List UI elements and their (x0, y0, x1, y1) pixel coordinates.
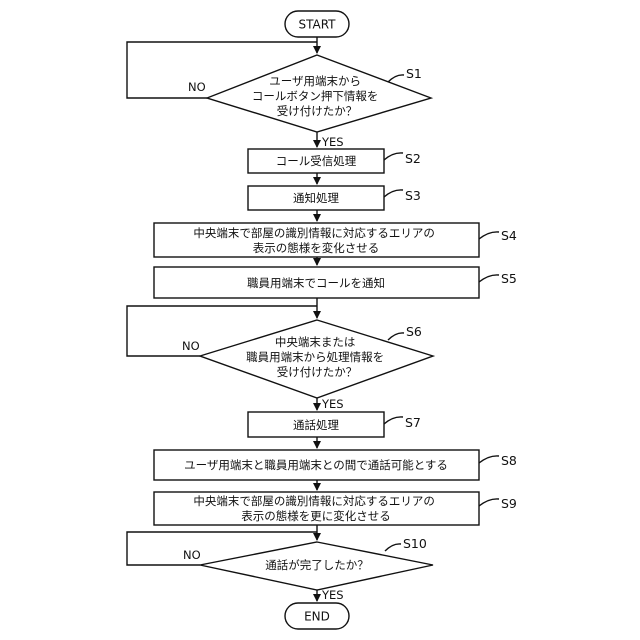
s1-yes-label: YES (321, 135, 344, 149)
s7-step-leader (384, 417, 403, 424)
s9-line-1: 中央端末で部屋の識別情報に対応するエリアの (193, 494, 435, 508)
s6-line-3: 受け付けたか？ (277, 365, 358, 379)
start-terminal: START (285, 11, 349, 37)
s3-step-label: S3 (405, 188, 421, 203)
decision-s6: 中央端末または 職員用端末から処理情報を 受け付けたか？ (200, 320, 433, 398)
s7-text: 通話処理 (293, 418, 339, 432)
s4-step-label: S4 (501, 228, 517, 243)
s6-no-label: NO (182, 339, 200, 353)
s10-no-label: NO (183, 548, 201, 562)
s5-step-leader (479, 275, 499, 282)
s6-yes-label: YES (321, 397, 344, 411)
s3-step-leader (384, 190, 403, 197)
s1-step-leader (388, 75, 404, 82)
s8-step-label: S8 (501, 453, 517, 468)
s10-step-leader (385, 544, 401, 551)
s1-line-2: コールボタン押下情報を (252, 89, 379, 103)
s10-step-label: S10 (403, 536, 427, 551)
end-terminal: END (285, 603, 349, 629)
s5-step-label: S5 (501, 271, 517, 286)
s6-line-1: 中央端末または (275, 335, 356, 349)
s5-text: 職員用端末でコールを通知 (247, 276, 385, 290)
s2-step-label: S2 (405, 151, 421, 166)
s8-text: ユーザ用端末と職員用端末との間で通話可能とする (184, 458, 448, 472)
s3-text: 通知処理 (293, 191, 339, 205)
process-s4: 中央端末で部屋の識別情報に対応するエリアの 表示の態様を変化させる (154, 223, 479, 257)
start-label: START (298, 18, 336, 32)
process-s5: 職員用端末でコールを通知 (154, 267, 479, 298)
s2-step-leader (384, 153, 403, 160)
s8-step-leader (479, 456, 499, 463)
s6-step-label: S6 (406, 324, 422, 339)
s6-line-2: 職員用端末から処理情報を (246, 350, 384, 364)
end-label: END (304, 610, 330, 624)
process-s7: 通話処理 (248, 412, 384, 437)
s6-step-leader (388, 333, 404, 340)
s4-line-1: 中央端末で部屋の識別情報に対応するエリアの (193, 226, 435, 240)
s1-line-3: 受け付けたか？ (277, 104, 358, 118)
s10-text: 通話が完了したか？ (265, 558, 369, 572)
process-s8: ユーザ用端末と職員用端末との間で通話可能とする (154, 450, 479, 480)
decision-s1: ユーザ用端末から コールボタン押下情報を 受け付けたか？ (207, 55, 431, 132)
s1-no-label: NO (188, 80, 206, 94)
decision-s10: 通話が完了したか？ (200, 542, 433, 590)
s4-step-leader (479, 232, 499, 239)
s9-step-leader (479, 499, 499, 506)
process-s2: コール受信処理 (248, 149, 384, 173)
s7-step-label: S7 (405, 415, 421, 430)
s4-line-2: 表示の態様を変化させる (253, 241, 380, 255)
s1-line-1: ユーザ用端末から (269, 74, 361, 88)
s10-yes-label: YES (321, 588, 344, 602)
s1-step-label: S1 (406, 66, 422, 81)
process-s3: 通知処理 (248, 186, 384, 210)
process-s9: 中央端末で部屋の識別情報に対応するエリアの 表示の態様を更に変化させる (154, 492, 479, 525)
s9-step-label: S9 (501, 496, 517, 511)
s9-line-2: 表示の態様を更に変化させる (241, 509, 391, 523)
s2-text: コール受信処理 (276, 154, 357, 168)
